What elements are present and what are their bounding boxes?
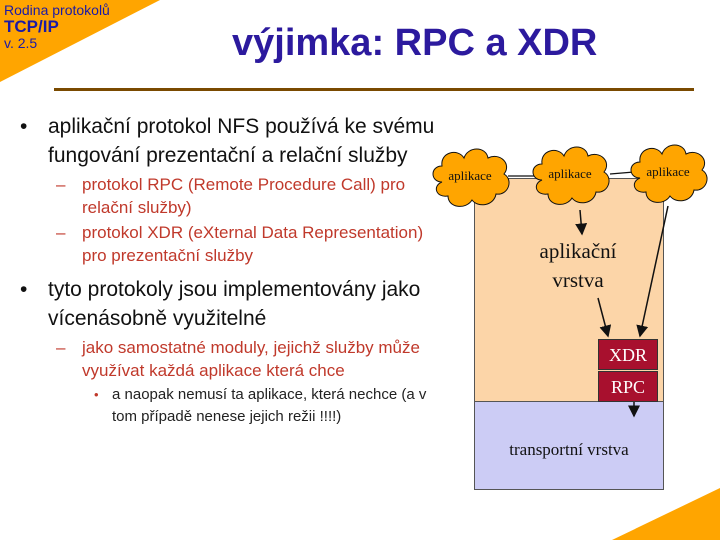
connector-arrows <box>508 171 669 418</box>
cloud-label: aplikace <box>646 164 690 179</box>
sub-bullet-item: – protokol XDR (eXternal Data Representa… <box>18 221 438 267</box>
sub-bullet-text: protokol XDR (eXternal Data Representati… <box>82 223 424 265</box>
slide-title: výjimka: RPC a XDR <box>232 22 598 64</box>
cloud-link-line <box>609 171 635 175</box>
bullet-dot-icon: • <box>94 387 99 402</box>
bullet-dot-icon: • <box>20 115 28 138</box>
title-divider <box>54 88 694 91</box>
bullet-text: tyto protokoly jsou implementovány jako … <box>48 278 421 330</box>
slide-brand: Rodina protokolů TCP/IP v. 2.5 <box>4 3 110 50</box>
transport-layer-label: transportní vrstva <box>509 440 629 459</box>
arrow-cloud-to-xdr <box>636 205 669 338</box>
cloud-label: aplikace <box>548 166 592 181</box>
application-cloud: aplikace <box>528 140 612 210</box>
corner-decoration-top-left <box>0 0 160 82</box>
sub-bullet-text: jako samostatné moduly, jejichž služby m… <box>82 338 420 380</box>
bullet-dot-icon: • <box>20 278 28 301</box>
sub-bullet-item: – protokol RPC (Remote Procedure Call) p… <box>18 173 438 219</box>
application-layer-label-line1: aplikační <box>539 239 617 263</box>
arrow-cloud-to-label <box>575 209 588 236</box>
sub-bullet-item: – jako samostatné moduly, jejichž služby… <box>18 336 438 382</box>
cloud-icon <box>532 146 610 205</box>
dash-icon: – <box>56 223 66 242</box>
bullet-list: • aplikační protokol NFS používá ke svém… <box>18 112 438 428</box>
dash-icon: – <box>56 338 66 357</box>
application-layer-label-line2: vrstva <box>552 268 604 292</box>
application-cloud: aplikace <box>626 138 710 208</box>
brand-line-2: TCP/IP <box>4 16 59 36</box>
bullet-text: aplikační protokol NFS používá ke svému … <box>48 115 435 167</box>
sub-bullet-text: protokol RPC (Remote Procedure Call) pro… <box>82 175 406 217</box>
cloud-label: aplikace <box>448 168 492 183</box>
cloud-icon <box>630 144 708 203</box>
sub-sub-bullet-item: • a naopak nemusí ta aplikace, která nec… <box>18 384 438 428</box>
arrow-label-to-xdr <box>597 297 612 338</box>
cloud-icon <box>432 148 510 207</box>
xdr-module-box: XDR <box>598 339 658 370</box>
corner-decoration-bottom-right <box>612 488 720 540</box>
application-layer-label: aplikační vrstva <box>518 237 638 295</box>
brand-line-1: Rodina protokolů <box>4 2 110 18</box>
sub-sub-bullet-text: a naopak nemusí ta aplikace, která nechc… <box>112 386 427 425</box>
bullet-item: • aplikační protokol NFS používá ke svém… <box>18 112 438 170</box>
application-cloud: aplikace <box>428 142 512 212</box>
rpc-module-box: RPC <box>598 371 658 402</box>
bullet-item: • tyto protokoly jsou implementovány jak… <box>18 275 438 333</box>
dash-icon: – <box>56 175 66 194</box>
brand-version: v. 2.5 <box>4 34 38 51</box>
layer-diagram: transportní vrstva aplikační vrstva XDR … <box>420 130 720 500</box>
